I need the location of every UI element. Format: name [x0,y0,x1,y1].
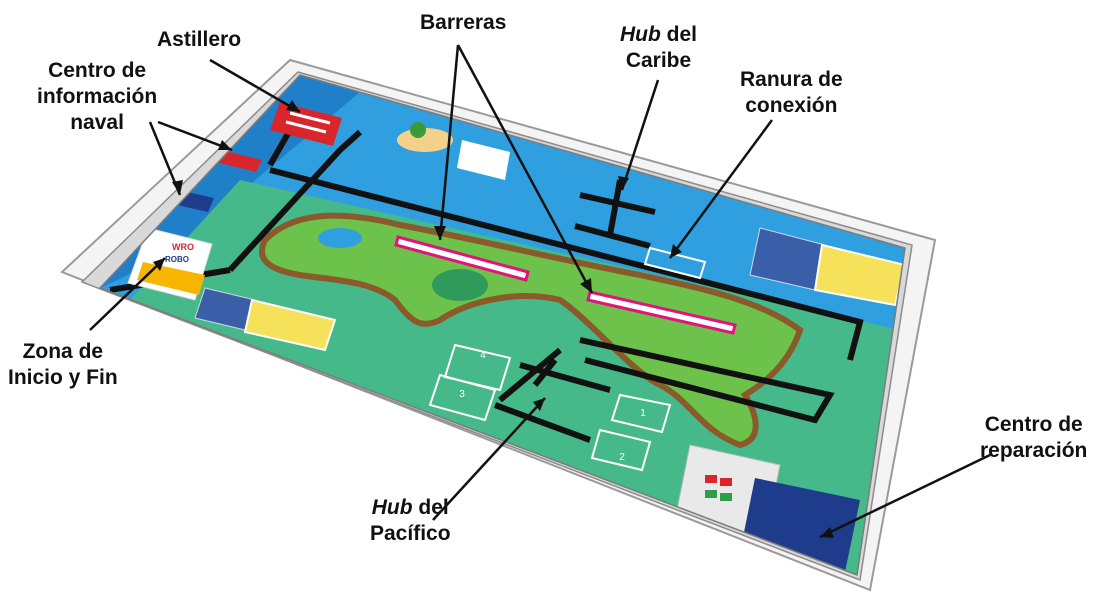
label-hub-caribe: Hub del Caribe [620,23,698,72]
zone-numbers: 1 2 3 4 [459,350,646,463]
arrow-barrier-right [456,44,594,294]
arrow-hub-pacifico [432,397,546,521]
label-astillero: Astillero [157,28,242,51]
barrier-left [394,235,530,282]
zone-number: 3 [459,389,465,400]
arrow-barrier-left [438,44,460,241]
arrow-ranura [668,119,774,259]
shipyard [270,102,342,146]
label-hub-pacifico: Hub del Pacífico [370,496,451,545]
arrow-astillero [209,58,301,114]
label-ranura: Ranura de conexión [740,68,843,117]
repair-parts [705,475,732,501]
zone-number: 4 [480,350,486,361]
barrier-right [586,290,737,335]
zone-number: 1 [640,408,646,419]
arrow-info-2 [157,120,233,152]
label-centro-info: Centro de información naval [37,59,158,134]
label-barreras: Barreras [420,11,507,34]
start-card-line1: ROBO [165,255,189,264]
yellow-building-right [813,243,905,307]
arrow-centro-rep [819,453,991,539]
start-card-brand: WRO [172,242,194,252]
white-zones [428,246,707,472]
label-centro-rep: Centro de reparación [980,413,1088,462]
label-zona: Zona de Inicio y Fin [8,340,118,389]
zone-number: 2 [619,452,625,463]
island [258,212,804,449]
arrow-heads [153,100,834,538]
arrow-hub-caribe [620,79,660,191]
yellow-building-left [243,298,337,352]
arrow-zona [89,257,166,331]
